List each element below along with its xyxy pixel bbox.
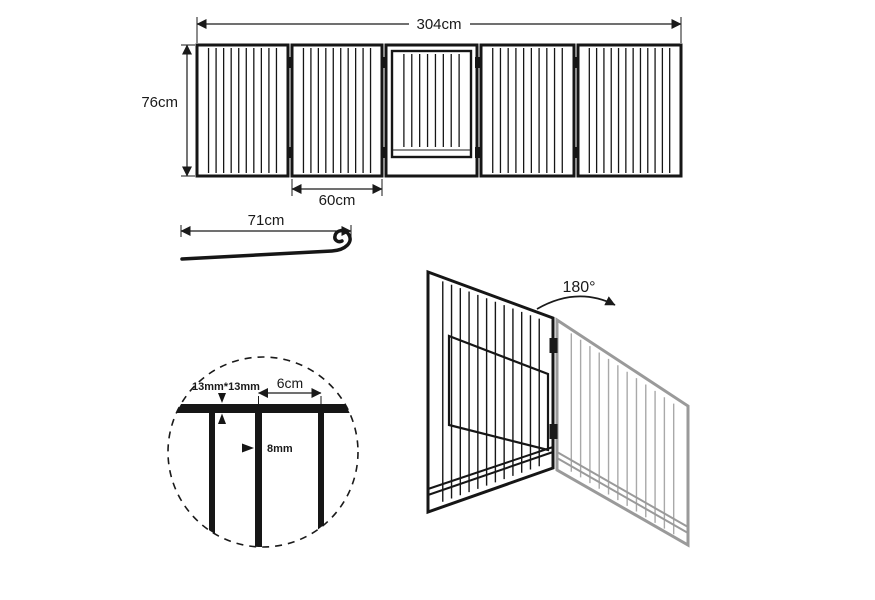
tube-size-label: 13mm*13mm [192, 381, 260, 393]
total-width-label: 304cm [416, 16, 461, 33]
dimension-total-width: 304cm [196, 16, 682, 43]
hinge [475, 147, 480, 158]
perspective-view: 180° [426, 269, 690, 548]
hinge [380, 57, 386, 68]
bar-gap-label: 6cm [277, 375, 303, 391]
gate-door-frame [390, 49, 473, 159]
vertical-bar [255, 413, 262, 547]
fence-panel [195, 43, 290, 178]
hinge [286, 57, 292, 68]
panel-bars [302, 48, 372, 173]
hinge [286, 147, 292, 158]
detail-content [168, 404, 358, 547]
dimension-panel-width: 60cm [291, 179, 383, 209]
hinge [475, 57, 480, 68]
height-label: 76cm [141, 94, 178, 111]
hinge [380, 147, 386, 158]
rod-figure: 71cm [180, 212, 352, 261]
hinge [549, 338, 558, 353]
arrow-up-icon [218, 413, 226, 424]
hinge [574, 57, 579, 68]
black-panel [426, 269, 555, 515]
bar-thickness-label: 8mm [267, 443, 293, 455]
fence-panel [479, 43, 576, 178]
open-angle-label: 180° [562, 279, 595, 296]
hook-rod [180, 228, 352, 261]
panel-bars [207, 48, 278, 173]
black-panel-rail [427, 451, 554, 496]
open-gate-frame [447, 334, 550, 452]
gray-panel-rail [556, 457, 689, 534]
panel-bars [492, 48, 563, 173]
rotation-arrow-icon [536, 295, 616, 310]
black-panel-rail [427, 446, 554, 490]
fence-panel [290, 43, 384, 178]
hinge [549, 424, 558, 439]
rod-length-label: 71cm [248, 212, 285, 229]
arrow-right-icon [242, 443, 254, 453]
detail-view: 13mm*13mm 6cm 8mm [167, 356, 359, 548]
gate-bars [403, 54, 460, 147]
gray-panel-bars [570, 333, 675, 535]
magnifier-circle [167, 356, 359, 548]
fence-front-view [195, 43, 683, 178]
gray-panel [555, 317, 690, 548]
arrow-down-icon [218, 393, 226, 403]
black-panel-bars [442, 281, 540, 502]
vertical-bar [209, 413, 215, 547]
dimension-height: 76cm [141, 44, 195, 177]
fence-panel [576, 43, 683, 178]
panel-width-label: 60cm [319, 192, 356, 209]
vertical-bar [318, 413, 324, 547]
panel-bars [588, 48, 671, 173]
hinge [574, 147, 579, 158]
top-tube [168, 404, 358, 413]
gray-panel-rail [556, 451, 689, 528]
